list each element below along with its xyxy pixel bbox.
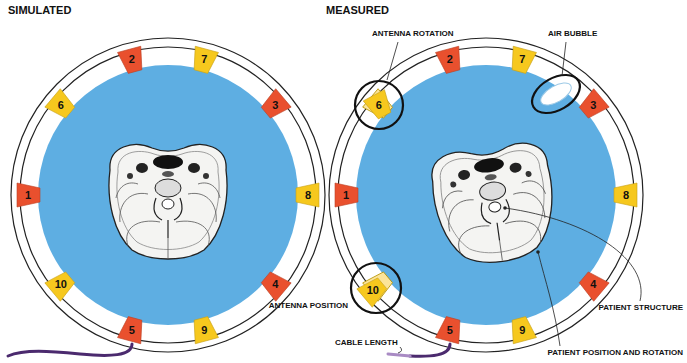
antenna-number: 2 [129,54,135,65]
antenna-shape [576,268,609,301]
antenna-element: 8 [611,180,641,210]
antenna-element: 9 [507,315,537,345]
antenna-element: 4 [578,270,608,300]
antenna-number: 6 [376,100,382,111]
antenna-number: 5 [447,325,453,336]
antenna-number: 1 [343,190,349,201]
antenna-number: 7 [519,54,525,65]
antenna-element: 10 [46,270,76,300]
array-ring [329,38,643,352]
antenna-shape [435,46,464,74]
highlight-circle [351,263,401,313]
antenna-element: 1 [331,180,361,210]
antenna-element: 3 [578,90,608,120]
antenna-shape [258,268,291,301]
highlight-circle [355,81,403,129]
antenna-element: 4 [260,270,290,300]
annotation-label: PATIENT STRUCTURE [598,304,683,313]
antenna-element: 1 [13,180,43,210]
cable [8,344,132,356]
antenna-number: 4 [590,279,596,290]
antenna-element: 3 [260,90,290,120]
antenna-element: 8 [293,180,323,210]
antenna-number: 9 [201,325,207,336]
antenna-shape [45,268,78,301]
antenna-element: 10 [358,276,388,306]
antenna-element: 7 [189,45,219,75]
antenna-shape [435,316,464,344]
antenna-element: 9 [189,315,219,345]
antenna-shape [190,316,219,344]
antenna-number: 9 [519,325,525,336]
cable-extension [388,354,410,356]
leader-line [562,42,566,76]
antenna-number: 4 [272,279,278,290]
leader-line [387,42,398,80]
antenna-number: 10 [55,279,67,290]
array-ring [338,47,634,343]
leader-dot [503,206,507,210]
leader-line [398,347,402,353]
antenna-number: 8 [623,190,629,201]
antenna-number: 5 [129,325,135,336]
antenna-shape [45,89,78,122]
antenna-shape [190,46,219,74]
antenna-element: 7 [507,45,537,75]
antenna-shape [117,46,146,74]
annotation-label: AIR BUBBLE [548,30,597,39]
leader-line [505,208,641,301]
leader-line [538,252,560,346]
antenna-shape [363,90,395,122]
antenna-number: 2 [447,54,453,65]
antenna-shape [117,316,146,344]
antenna-number: 3 [272,100,278,111]
antenna-shape [335,183,358,207]
antenna-shape [614,183,637,207]
antenna-element: 6 [364,90,394,120]
antenna-shape [296,183,319,207]
annotation-label: CABLE LENGTH [335,339,398,348]
array-ring [20,47,316,343]
nominal-antenna [363,89,396,122]
highlight-circle [525,67,586,121]
cable [410,344,450,356]
annotation-label: ANTENNA ROTATION [372,30,454,39]
antenna-shape [17,183,40,207]
antenna-element: 5 [117,315,147,345]
antenna-element: 2 [117,45,147,75]
antenna-shape [357,274,390,307]
panel-title: MEASURED [326,4,389,16]
antenna-shape [508,316,537,344]
antenna-element: 2 [435,45,465,75]
antenna-number: 10 [367,285,379,296]
antenna-shape [258,89,291,122]
antenna-number: 3 [590,100,596,111]
panel-title: SIMULATED [8,4,71,16]
antenna-number: 6 [58,100,64,111]
leader-dot [536,250,540,254]
annotation-label: PATIENT POSITION AND ROTATION [547,349,683,358]
annotation-label: ANTENNA POSITION [269,302,348,311]
antenna-number: 7 [201,54,207,65]
coupling-medium [38,65,298,325]
antenna-number: 1 [25,190,31,201]
patient-slice [428,140,561,270]
coupling-medium [356,65,616,325]
patient-slice [109,145,227,259]
antenna-shape [508,46,537,74]
antenna-shape [576,89,609,122]
antenna-element: 5 [435,315,465,345]
antenna-number: 8 [305,190,311,201]
antenna-element: 6 [46,90,76,120]
